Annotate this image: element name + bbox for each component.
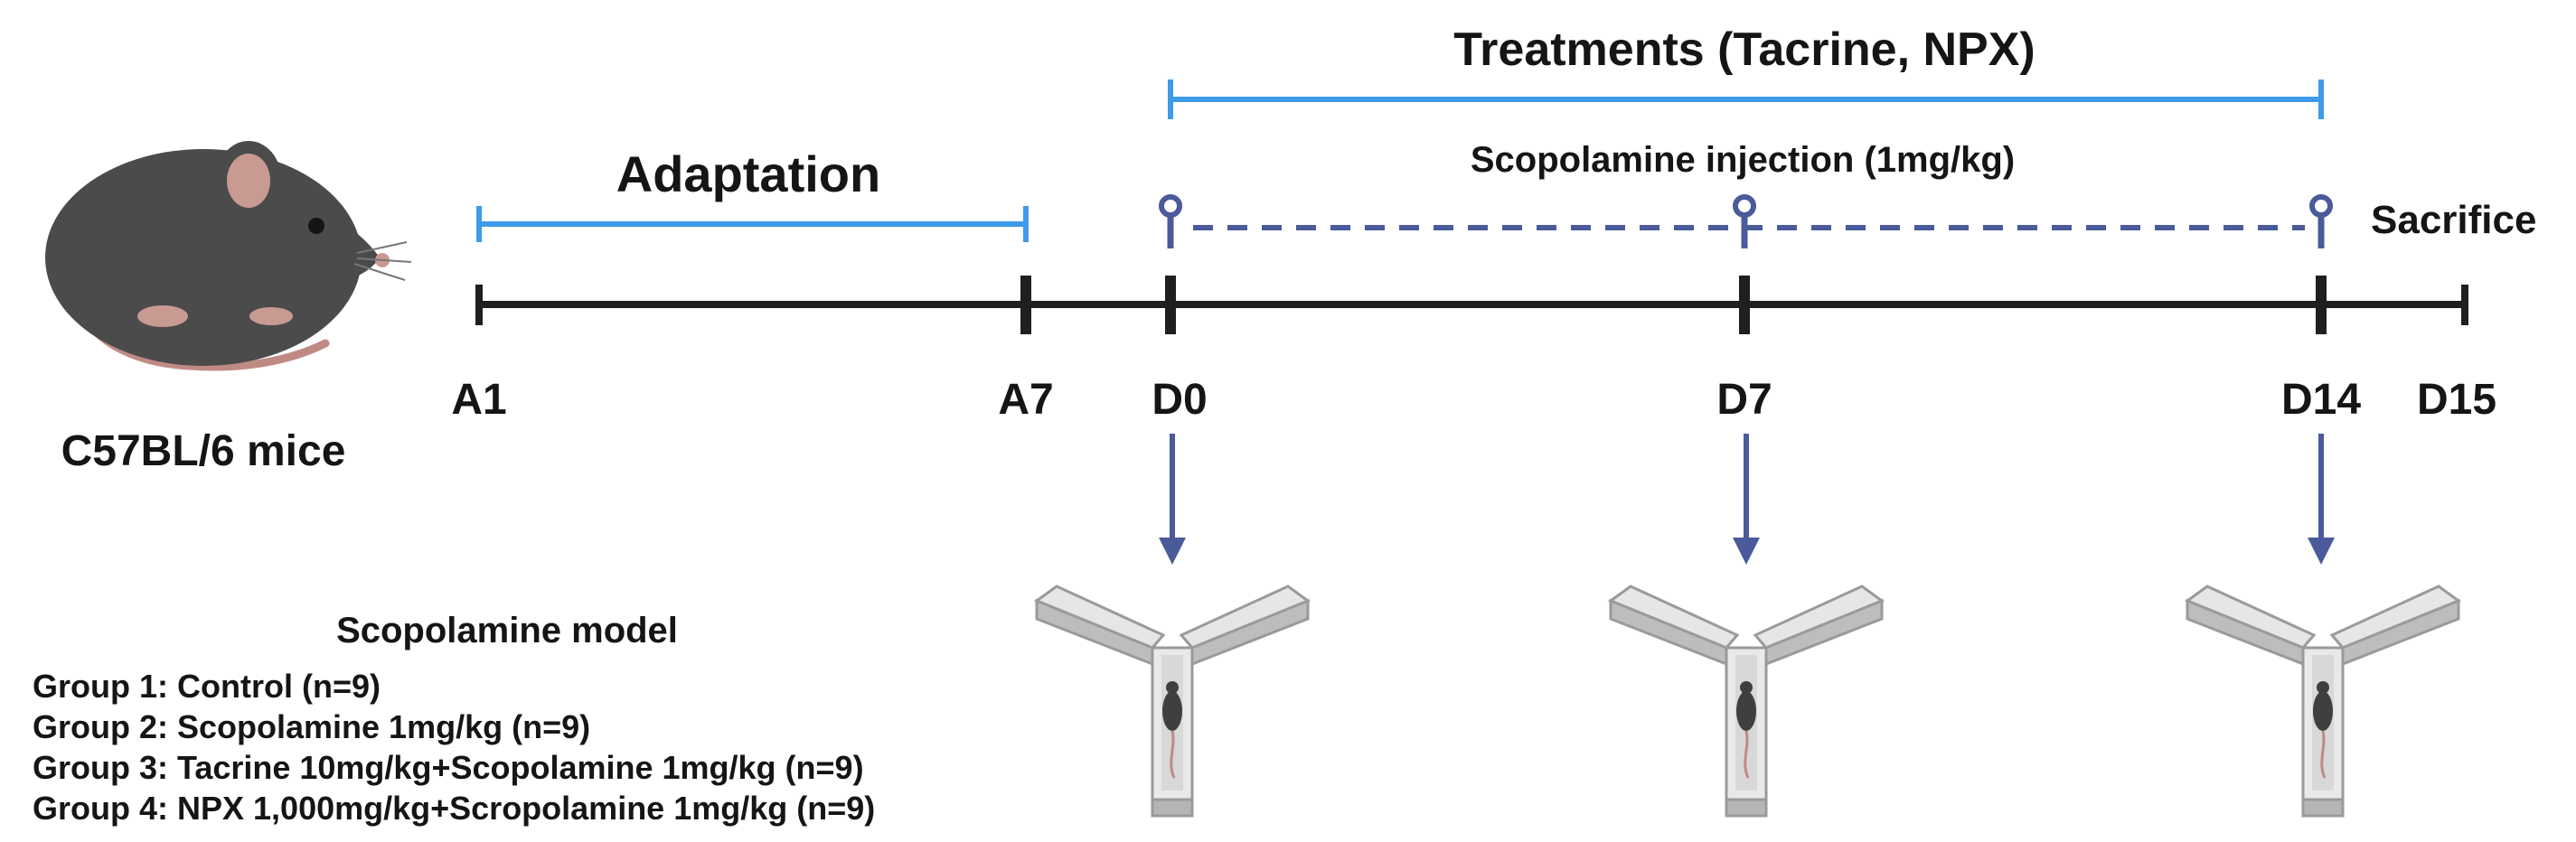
group-item: Group 4: NPX 1,000mg/kg+Scropolamine 1mg…: [33, 790, 876, 827]
injection-pin: [2309, 194, 2333, 248]
injection-label: Scopolamine injection (1mg/kg): [1471, 140, 2015, 180]
group-item: Group 3: Tacrine 10mg/kg+Scopolamine 1mg…: [33, 749, 864, 786]
adaptation-bracket: [476, 206, 1029, 242]
group-item: Group 1: Control (n=9): [33, 668, 381, 705]
timepoint-label: A1: [451, 376, 506, 424]
timeline-ticks: [475, 276, 2468, 334]
timepoint-label: D15: [2417, 376, 2496, 424]
group-item: Group 2: Scopolamine 1mg/kg (n=9): [33, 708, 591, 745]
treatments-label: Treatments (Tacrine, NPX): [1453, 23, 2035, 76]
y-maze-icon: [1035, 585, 1310, 818]
y-maze-icon: [2186, 585, 2460, 818]
timepoint-label: A7: [998, 376, 1053, 424]
mouse-icon: [45, 141, 412, 371]
sacrifice-label: Sacrifice: [2371, 198, 2536, 242]
scopolamine-model-legend: Scopolamine model Group 1: Control (n=9)…: [33, 611, 1063, 828]
timepoint-label: D7: [1716, 376, 1772, 424]
injection-pin: [1159, 194, 1182, 248]
model-title: Scopolamine model: [336, 611, 678, 650]
timepoint-label: D14: [2281, 376, 2361, 424]
subject-label: C57BL/6 mice: [61, 427, 346, 475]
injection-pin: [1733, 194, 1756, 248]
treatments-bracket: [1168, 80, 2324, 119]
adaptation-label: Adaptation: [616, 145, 880, 202]
timepoint-label: D0: [1152, 376, 1207, 424]
y-maze-icon: [1609, 585, 1884, 818]
